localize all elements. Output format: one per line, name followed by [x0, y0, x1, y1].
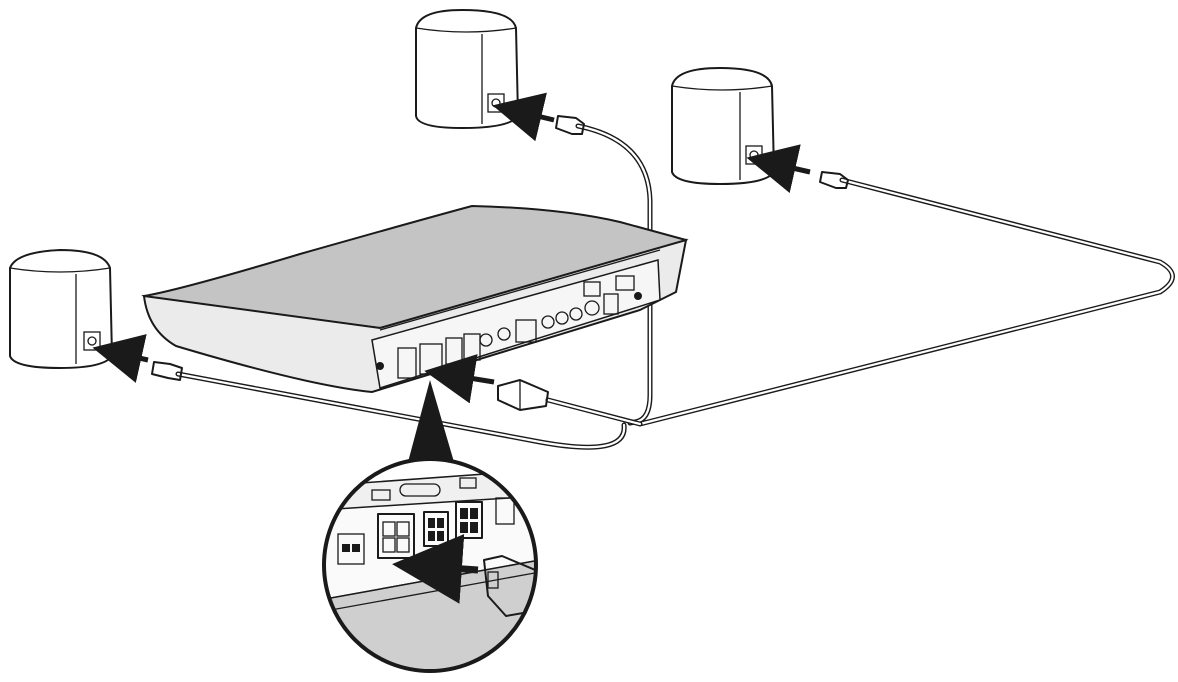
arrow-left — [92, 334, 149, 383]
speaker-rear-left — [9, 249, 113, 369]
callout-port-3 — [455, 501, 483, 539]
plug-left — [151, 361, 183, 381]
connector-detail-callout — [322, 457, 538, 673]
console-front — [142, 238, 688, 394]
console-plug — [497, 379, 549, 411]
callout-arrow — [392, 533, 479, 604]
console — [141, 204, 689, 404]
plug-center — [555, 115, 585, 135]
plug-right — [819, 171, 849, 189]
arrow-center — [492, 92, 555, 142]
speaker-rear-center — [415, 9, 519, 129]
callout-plug — [483, 555, 536, 617]
console-connector-ports — [376, 249, 661, 379]
console-top — [141, 204, 689, 330]
arrow-right — [746, 144, 811, 194]
callout-pointer — [408, 380, 454, 462]
speaker-rear-right — [671, 67, 775, 185]
speaker-cable — [175, 123, 1175, 450]
callout-port-small — [337, 533, 365, 565]
